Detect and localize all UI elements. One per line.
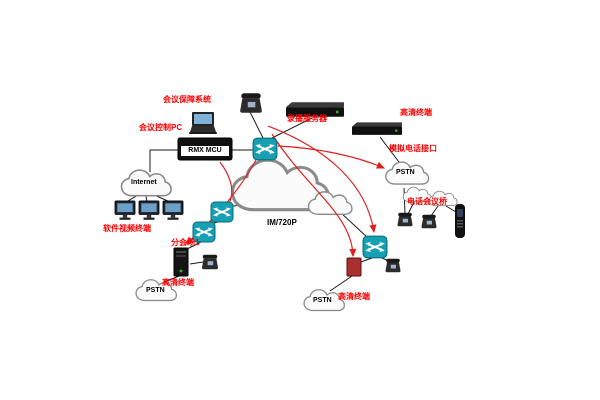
desk-phone-right-a-icon bbox=[397, 212, 413, 227]
label-hd-terminal-bottom: 高清终端 bbox=[338, 292, 370, 301]
router-left-icon bbox=[210, 201, 234, 223]
desk-phone-top-icon bbox=[240, 93, 262, 113]
label-internet: Internet bbox=[131, 179, 157, 186]
label-analog-phone-interface: 模拟电话接口 bbox=[389, 144, 437, 153]
label-hd-terminal-top: 高清终端 bbox=[400, 108, 432, 117]
label-im-720p: IM/720P bbox=[267, 218, 297, 227]
monitor-3-icon bbox=[162, 200, 184, 221]
label-support-system: 会议保障系统 bbox=[163, 95, 211, 104]
desk-phone-left-icon bbox=[202, 254, 218, 270]
monitor-1-icon bbox=[114, 200, 136, 221]
router-bottom-right-icon bbox=[362, 235, 388, 259]
label-branch-venue-1: 分会场1 bbox=[171, 238, 200, 247]
router-center-icon bbox=[252, 137, 278, 161]
control-pc-laptop-icon bbox=[189, 112, 217, 134]
desk-phone-bottom-right-icon bbox=[385, 258, 401, 273]
label-hd-terminal-left: 高清终端 bbox=[162, 278, 194, 287]
endpoint-device-red-icon bbox=[346, 257, 362, 277]
label-pstn-bottom: PSTN bbox=[313, 297, 332, 304]
label-software-video-terminal: 软件视频终端 bbox=[103, 224, 151, 233]
label-recording-server: 录播服务器 bbox=[287, 114, 327, 123]
label-rmx-mcu: RMX MCU bbox=[181, 146, 229, 156]
desk-phone-right-b-icon bbox=[421, 214, 437, 229]
label-phone-bridge: 电话会议桥 bbox=[407, 197, 447, 206]
label-control-pc: 会议控制PC bbox=[139, 123, 183, 132]
tower-pc-icon bbox=[173, 247, 189, 277]
label-pstn-left: PSTN bbox=[146, 287, 165, 294]
monitor-2-icon bbox=[138, 200, 160, 221]
label-pstn-right: PSTN bbox=[396, 169, 415, 176]
hd-terminal-top-icon bbox=[352, 122, 402, 135]
handset-right-icon bbox=[455, 204, 465, 238]
